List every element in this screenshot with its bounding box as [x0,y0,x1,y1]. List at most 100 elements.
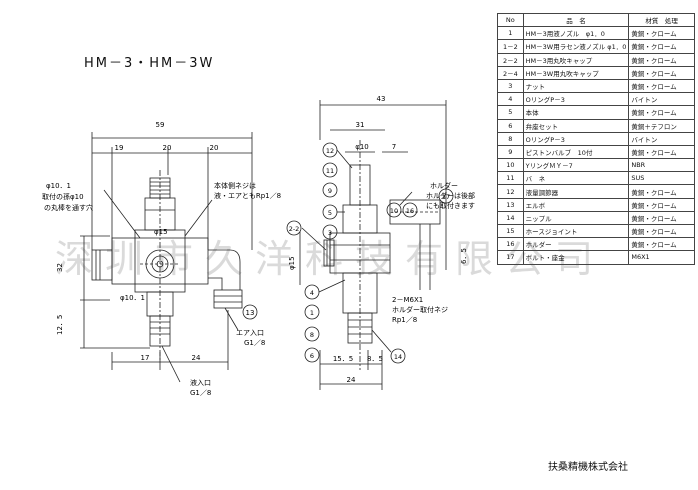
balloon: 14 [394,353,402,361]
balloon: 5 [328,209,332,217]
part-material: バイトン [628,131,695,146]
part-name: ピストンバルブ 10付 [522,144,630,160]
part-no: 2－2 [497,52,524,67]
part-no: 4 [497,92,524,107]
dim-19: 19 [115,144,124,152]
header-name: 品 名 [522,12,630,28]
label-phi10: φ10．1 [120,294,145,302]
part-material: 黄銅・クローム [628,52,695,67]
part-material: SUS [628,171,695,186]
dim-6-5: 6．5 [460,248,468,264]
right-view [286,100,454,390]
label-phi15: φ15 [154,228,168,236]
right-view-balloons: 12 11 9 5 3 2-2 4 1 8 6 10 16 17 14 [289,147,450,361]
part-material: 黄銅＋テフロン [628,118,695,133]
note-screw: 本体側ネジは [214,181,256,190]
part-name: 液量調節器 [522,184,630,199]
dim-phi15: φ15 [288,256,296,270]
balloon: 9 [328,187,332,195]
part-name: 本体 [522,105,630,120]
balloon: 6 [310,352,314,360]
dim-15-5: 15．5 [333,355,353,363]
part-no: 11 [497,171,524,186]
part-name: エルボ [522,197,630,212]
part-material: 黄銅・クローム [628,26,695,41]
balloon: 16 [406,207,414,215]
part-name: HM－3用丸吹キャップ [522,52,630,67]
part-name: ホルダー [522,237,630,252]
dim-59: 59 [156,121,165,129]
part-name: HM－3W用丸吹キャップ [522,65,630,80]
balloon: 2-2 [289,225,300,233]
part-no: 5 [497,105,524,120]
part-material: 黄銅・クローム [628,105,695,120]
drawing-title: HM－3・HM－3W [84,56,215,71]
part-material: 黄銅・クローム [628,210,695,226]
balloon: 4 [310,289,314,297]
part-material: 黄銅・クローム [628,39,695,54]
balloon: 1 [310,309,314,317]
dim-20-b: 20 [210,144,219,152]
part-name: ボルト・座金 [522,250,630,265]
dim-12-5: 12．5 [56,315,64,335]
note-mount: 取付の孫φ10 [42,192,84,201]
dim-7: 7 [392,143,396,151]
part-no: 14 [497,210,524,226]
part-no: 17 [497,250,524,265]
part-material: NBR [628,158,695,173]
part-no: 9 [497,144,524,160]
balloon: 11 [326,167,334,175]
balloon: 8 [310,331,314,339]
dim-24-right: 24 [347,376,356,384]
part-no: 13 [497,197,524,212]
part-name: HM－3W用ラセン液ノズル φ1．0 [522,39,630,54]
note-holder-3: にも取付きます [426,201,475,210]
header-no: No [497,12,524,28]
part-no: 3 [497,78,524,94]
note-screw-2: 液・エアともRp1／8 [214,191,281,200]
part-material: 黄銅・クローム [628,184,695,199]
part-no: 10 [497,158,524,173]
part-name: OリングP－3 [522,131,630,146]
air-inlet-label: エア入口 [236,329,264,337]
part-name: バ ネ [522,171,630,186]
dim-20-a: 20 [163,144,172,152]
part-name: ニップル [522,210,630,226]
left-view [80,132,258,383]
dim-32: 32 [56,263,64,272]
part-name: ホースジョイント [522,223,630,239]
balloon: 12 [326,147,334,155]
part-name: ナット [522,78,630,94]
part-no: 2－4 [497,65,524,80]
dim-17: 17 [141,354,150,362]
balloon: 10 [390,207,398,215]
note-holder: ホルダー [430,181,458,190]
header-material: 材質 処理 [628,12,695,28]
note-bolt-2: ホルダー取付ネジ [392,305,448,314]
part-name: OリングP－3 [522,92,630,107]
part-no: 15 [497,223,524,239]
part-material: 黄銅・クローム [628,197,695,212]
note-bolt-3: Rp1／8 [392,316,417,324]
dim-24: 24 [192,354,201,362]
part-name: YリングＭＹ－7 [522,158,630,173]
part-material: 黄銅・クローム [628,237,695,252]
